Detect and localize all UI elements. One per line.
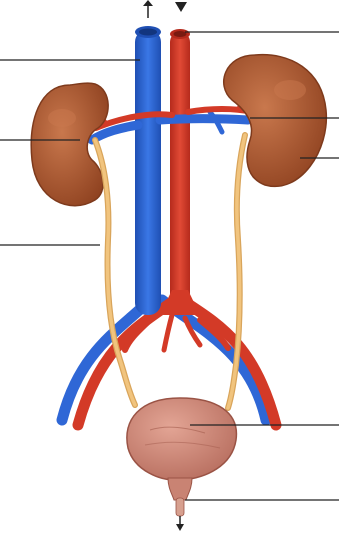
inferior-vena-cava (135, 26, 161, 315)
urinary-bladder (127, 398, 237, 500)
abdominal-aorta (160, 29, 200, 315)
flow-arrow-up (143, 0, 153, 18)
urethra (176, 498, 184, 516)
urethra-arrow-down (176, 516, 184, 531)
flow-arrow-down (175, 2, 187, 12)
